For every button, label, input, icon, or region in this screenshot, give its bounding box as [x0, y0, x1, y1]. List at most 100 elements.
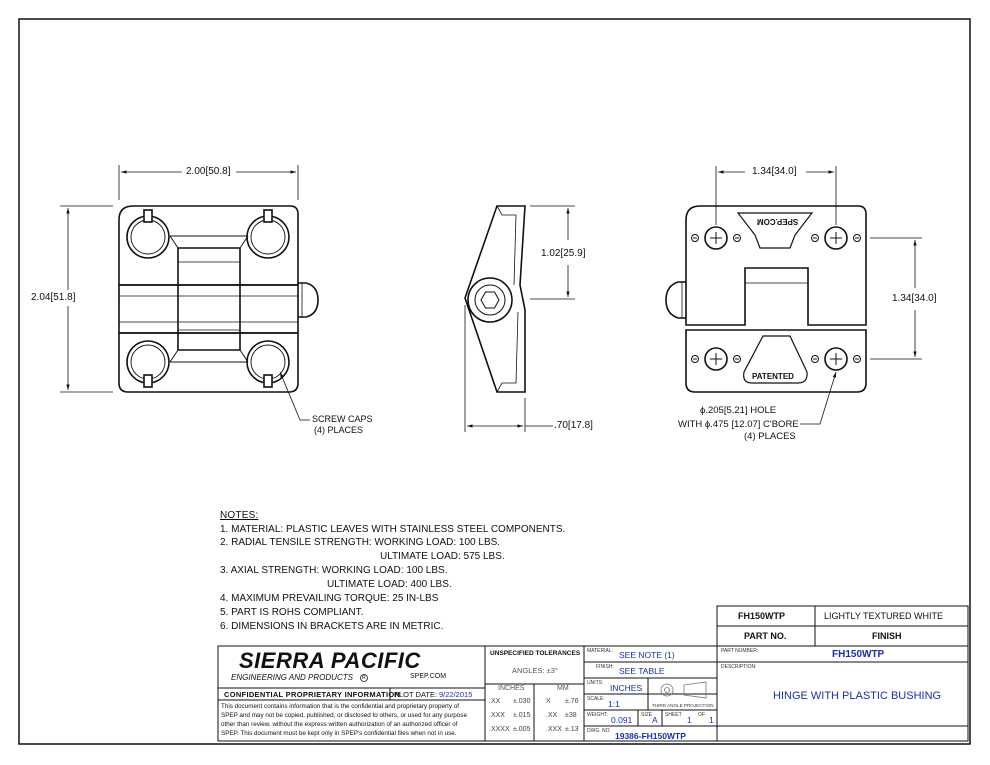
disclaimer-2: SPEP and may not be copied, published, o… — [221, 712, 467, 719]
sheet-label: SHEET — [665, 712, 682, 718]
tol-row-1-in: .XX — [489, 698, 500, 705]
side-depth-value: .70 — [554, 420, 568, 431]
side-view — [464, 205, 526, 393]
registered-letter: R — [362, 675, 366, 681]
sheet-total-value: 1 — [709, 715, 714, 725]
disclaimer-4: SPEP. This document must be kept only in… — [221, 730, 457, 737]
size-value: A — [652, 715, 658, 725]
finish-table-col1: PART NO. — [744, 631, 787, 641]
sheet-border — [18, 18, 971, 745]
note-3b: ULTIMATE LOAD: 400 LBS. — [327, 579, 452, 590]
notes-heading: NOTES: — [220, 510, 259, 521]
screw-caps-callout-1: SCREW CAPS — [312, 414, 373, 424]
hole-dia: ϕ.205 — [700, 405, 724, 416]
disclaimer-3: other than review, without the express w… — [221, 721, 458, 728]
note-5: 5. PART IS ROHS COMPLIANT. — [220, 607, 364, 618]
tol-row-2-mm-tol: ±38 — [565, 712, 577, 719]
back-side-value: 1.34 — [892, 293, 912, 304]
tol-row-1-in-tol: ±.030 — [513, 698, 531, 705]
tol-row-2-mm: .XX — [546, 712, 558, 719]
inches-label: INCHES — [498, 685, 525, 692]
back-side-metric: 34.0 — [914, 293, 934, 304]
tolerances-label: UNSPECIFIED TOLERANCES — [490, 650, 581, 657]
note-4: 4. MAXIMUM PREVAILING TORQUE: 25 IN-LBS — [220, 593, 439, 604]
hole-crosshairs — [693, 232, 859, 365]
finish-value: SEE TABLE — [619, 666, 665, 676]
finish-table-part: FH150WTP — [738, 611, 786, 621]
hole-callout-1: ϕ.205[5.21] HOLE — [700, 405, 777, 416]
company-name: SIERRA PACIFIC — [239, 648, 421, 673]
projection-label: THIRD ANGLE PROJECTION — [652, 703, 714, 708]
back-top-value: 1.34 — [752, 166, 772, 177]
part-number-value: FH150WTP — [832, 649, 885, 660]
third-angle-projection-icon — [660, 681, 707, 699]
dwg-no-value: 19386-FH150WTP — [615, 731, 686, 741]
front-view — [118, 205, 319, 393]
hole-dia-metric: 5.21 — [726, 405, 745, 416]
patented-text: PATENTED — [752, 372, 794, 381]
plot-date-value: 9/22/2015 — [439, 690, 473, 699]
side-depth-dim: .70[17.8] — [554, 420, 593, 431]
description-value: HINGE WITH PLASTIC BUSHING — [773, 690, 942, 702]
scale-label: SCALE: — [587, 696, 605, 702]
back-top-metric: 34.0 — [774, 166, 794, 177]
tol-row-3-mm-tol: ±.13 — [565, 726, 579, 733]
company-website: SPEP.COM — [410, 673, 447, 680]
front-height-metric: 51.8 — [53, 292, 73, 303]
tol-row-1-in-place: .XX — [489, 698, 501, 705]
scale-value: 1:1 — [608, 699, 620, 709]
part-number-label: PART NUMBER: — [721, 648, 759, 654]
side-height-metric: 25.9 — [563, 248, 583, 259]
note-2: 2. RADIAL TENSILE STRENGTH: WORKING LOAD… — [220, 537, 501, 548]
tol-row-1-mm: X — [546, 698, 551, 705]
tol-row-1-mm-tol: ±.76 — [565, 698, 579, 705]
tol-row-3-in: .XXXX — [489, 726, 510, 733]
back-top-dim: 1.34[34.0] — [752, 166, 797, 177]
of-label: OF — [698, 712, 705, 718]
side-depth-metric: 17.8 — [570, 420, 591, 431]
tol-row-2-in-tol: ±.015 — [513, 712, 531, 719]
note-2b: ULTIMATE LOAD: 575 LBS. — [380, 551, 505, 562]
side-height-dim: 1.02[25.9] — [541, 248, 586, 259]
front-dimensions — [60, 165, 310, 421]
dwg-label: DWG. NO. — [587, 728, 611, 734]
back-dimensions — [715, 166, 922, 425]
back-side-dim: 1.34[34.0] — [892, 293, 937, 304]
disclaimer-1: This document contains information that … — [221, 703, 460, 710]
sheet-value: 1 — [687, 715, 692, 725]
back-view — [665, 205, 867, 393]
front-height-dim: 2.04[51.8] — [31, 292, 76, 303]
tol-row-3-mm: .XXX — [546, 726, 562, 733]
finish-table-col2: FINISH — [872, 631, 902, 641]
mm-label: MM — [557, 685, 569, 692]
front-width-value: 2.00 — [186, 166, 206, 177]
plot-date-label: PLOT DATE: — [394, 690, 438, 699]
angles-text: ANGLES: ±3° — [512, 666, 558, 675]
registered-mark-icon — [360, 674, 368, 682]
size-label: SIZE — [641, 712, 653, 718]
logo-text: SPEP.COM — [757, 217, 799, 226]
confidential-label: CONFIDENTIAL PROPRIETARY INFORMATION — [224, 690, 401, 699]
units-label: UNITS: — [587, 680, 604, 686]
material-label: MATERIAL: — [587, 648, 614, 654]
hole-callout-3: (4) PLACES — [744, 431, 796, 442]
tol-row-2-in: .XXX — [489, 712, 505, 719]
front-width-dim: 2.00[50.8] — [186, 166, 231, 177]
note-6: 6. DIMENSIONS IN BRACKETS ARE IN METRIC. — [220, 621, 444, 632]
material-value: SEE NOTE (1) — [619, 650, 675, 660]
company-sub: ENGINEERING AND PRODUCTS — [231, 673, 353, 682]
weight-label: WEIGHT: — [587, 712, 608, 718]
weight-value: 0.091 — [611, 715, 633, 725]
side-height-value: 1.02 — [541, 248, 561, 259]
units-value: INCHES — [610, 683, 643, 693]
finish-label: FINISH: — [596, 664, 614, 670]
front-height-value: 2.04 — [31, 292, 51, 303]
screw-caps-callout-2: (4) PLACES — [314, 425, 364, 435]
finish-table-finish: LIGHTLY TEXTURED WHITE — [824, 611, 944, 621]
hole-label: HOLE — [750, 405, 777, 416]
side-dimensions — [464, 205, 575, 432]
note-1: 1. MATERIAL: PLASTIC LEAVES WITH STAINLE… — [220, 524, 566, 535]
title-block-lines — [217, 645, 969, 742]
hole-callout-2: WITH ϕ.475 [12.07] C'BORE — [678, 419, 799, 430]
